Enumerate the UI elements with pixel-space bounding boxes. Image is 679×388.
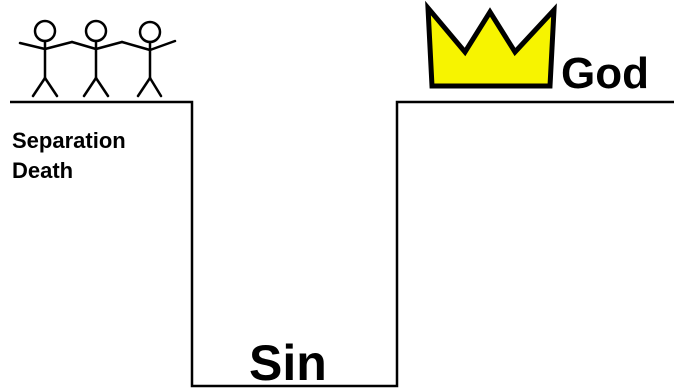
sin-label: Sin — [249, 335, 327, 388]
separation-label: Separation — [12, 128, 126, 153]
stick-figure-icon — [122, 22, 175, 96]
stick-figure-icon — [20, 21, 72, 96]
death-label: Death — [12, 158, 73, 183]
crown-icon — [428, 8, 554, 86]
god-label: God — [561, 49, 649, 98]
stick-figure-icon — [72, 21, 122, 96]
